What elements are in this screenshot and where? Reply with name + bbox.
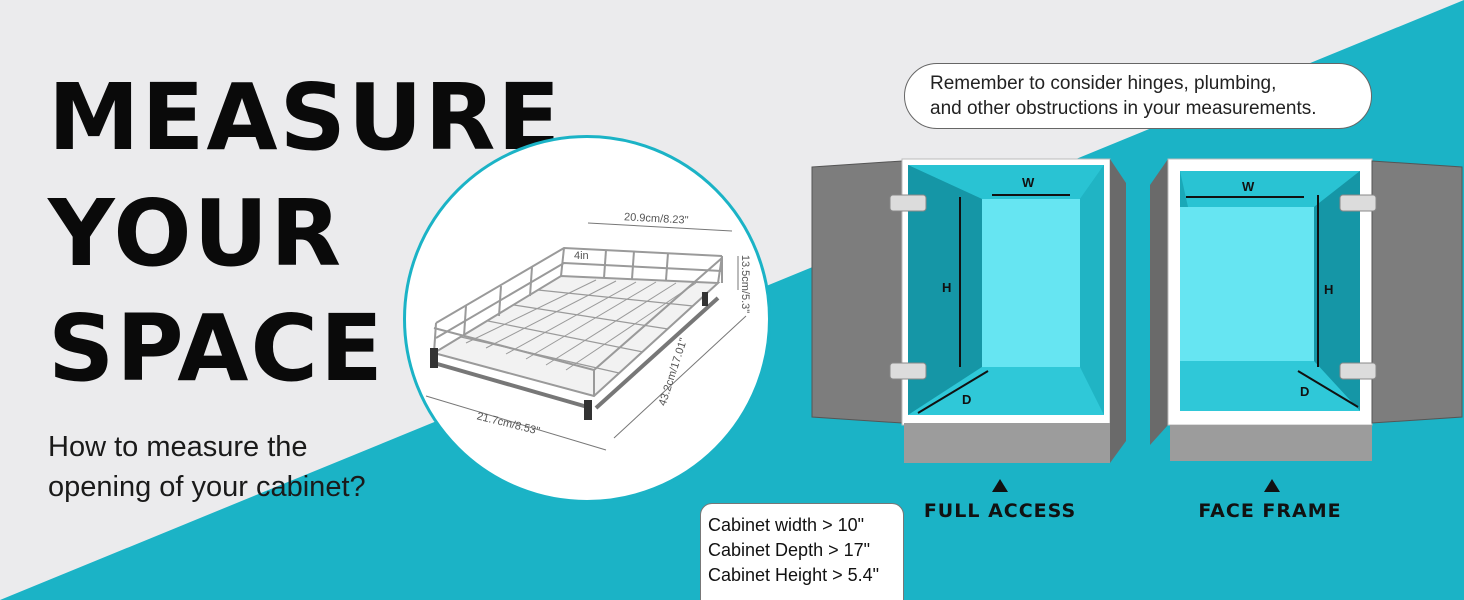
note-line-2: and other obstructions in your measureme…	[930, 97, 1317, 119]
hinge-icons	[889, 194, 927, 380]
wire-basket-illustration	[425, 222, 747, 451]
basket-side-label: 4in	[574, 250, 589, 262]
cabinet-bottom-panel-2	[1180, 361, 1360, 411]
spec-height: Cabinet Height > 5.4"	[708, 565, 879, 585]
face-frame-cabinet	[1150, 158, 1463, 461]
spec-width: Cabinet width > 10"	[708, 515, 864, 535]
full-access-w-label: W	[1022, 175, 1035, 190]
measurement-note: Remember to consider hinges, plumbing, a…	[904, 63, 1372, 129]
cabinet-top-panel	[908, 165, 1104, 199]
basket-height-label: 13.5cm/5.3"	[739, 254, 752, 314]
cabinet-back-2	[1180, 207, 1314, 361]
face-frame-w-label: W	[1242, 179, 1255, 194]
subtitle-line-2: opening of your cabinet?	[48, 471, 366, 503]
cabinet-right-panel-2	[1314, 171, 1360, 411]
headline-line-1: MEASURE	[48, 64, 563, 171]
cabinet-right-panel	[1080, 165, 1104, 415]
right-door	[1371, 160, 1463, 424]
cabinet-base-2	[1170, 425, 1372, 461]
face-frame-d-label: D	[1300, 384, 1310, 399]
full-access-h-label: H	[942, 280, 952, 295]
cabinet-requirements-box: Cabinet width > 10" Cabinet Depth > 17" …	[700, 503, 904, 600]
dimension-arrows	[917, 194, 1070, 414]
full-access-title: FULL ACCESS	[923, 500, 1077, 522]
headline-line-2: YOUR	[48, 180, 344, 287]
face-frame-title: FACE FRAME	[1198, 500, 1342, 522]
up-arrow-icon	[992, 479, 1008, 492]
spec-depth: Cabinet Depth > 17"	[708, 540, 870, 560]
left-door	[811, 160, 903, 424]
note-line-1: Remember to consider hinges, plumbing,	[930, 73, 1277, 94]
full-access-cabinet	[811, 158, 1126, 463]
full-access-d-label: D	[962, 392, 972, 407]
face-frame-h-label: H	[1324, 282, 1334, 297]
cabinet-back	[982, 199, 1080, 367]
cabinet-left-panel	[908, 165, 982, 415]
cabinet-side-2	[1150, 159, 1168, 445]
cabinet-bottom-panel	[908, 367, 1104, 415]
subtitle-line-1: How to measure the	[48, 431, 308, 463]
product-image-circle: 20.9cm/8.23" 13.5cm/5.3" 4in 21.7cm/8.53…	[403, 135, 771, 503]
dimension-arrows-2	[1186, 195, 1359, 408]
headline-line-3: SPACE	[48, 295, 385, 402]
cabinet-side	[1110, 159, 1126, 463]
up-arrow-icon	[1264, 479, 1280, 492]
cabinet-base	[904, 423, 1110, 463]
hinge-icons-2	[1339, 194, 1377, 380]
